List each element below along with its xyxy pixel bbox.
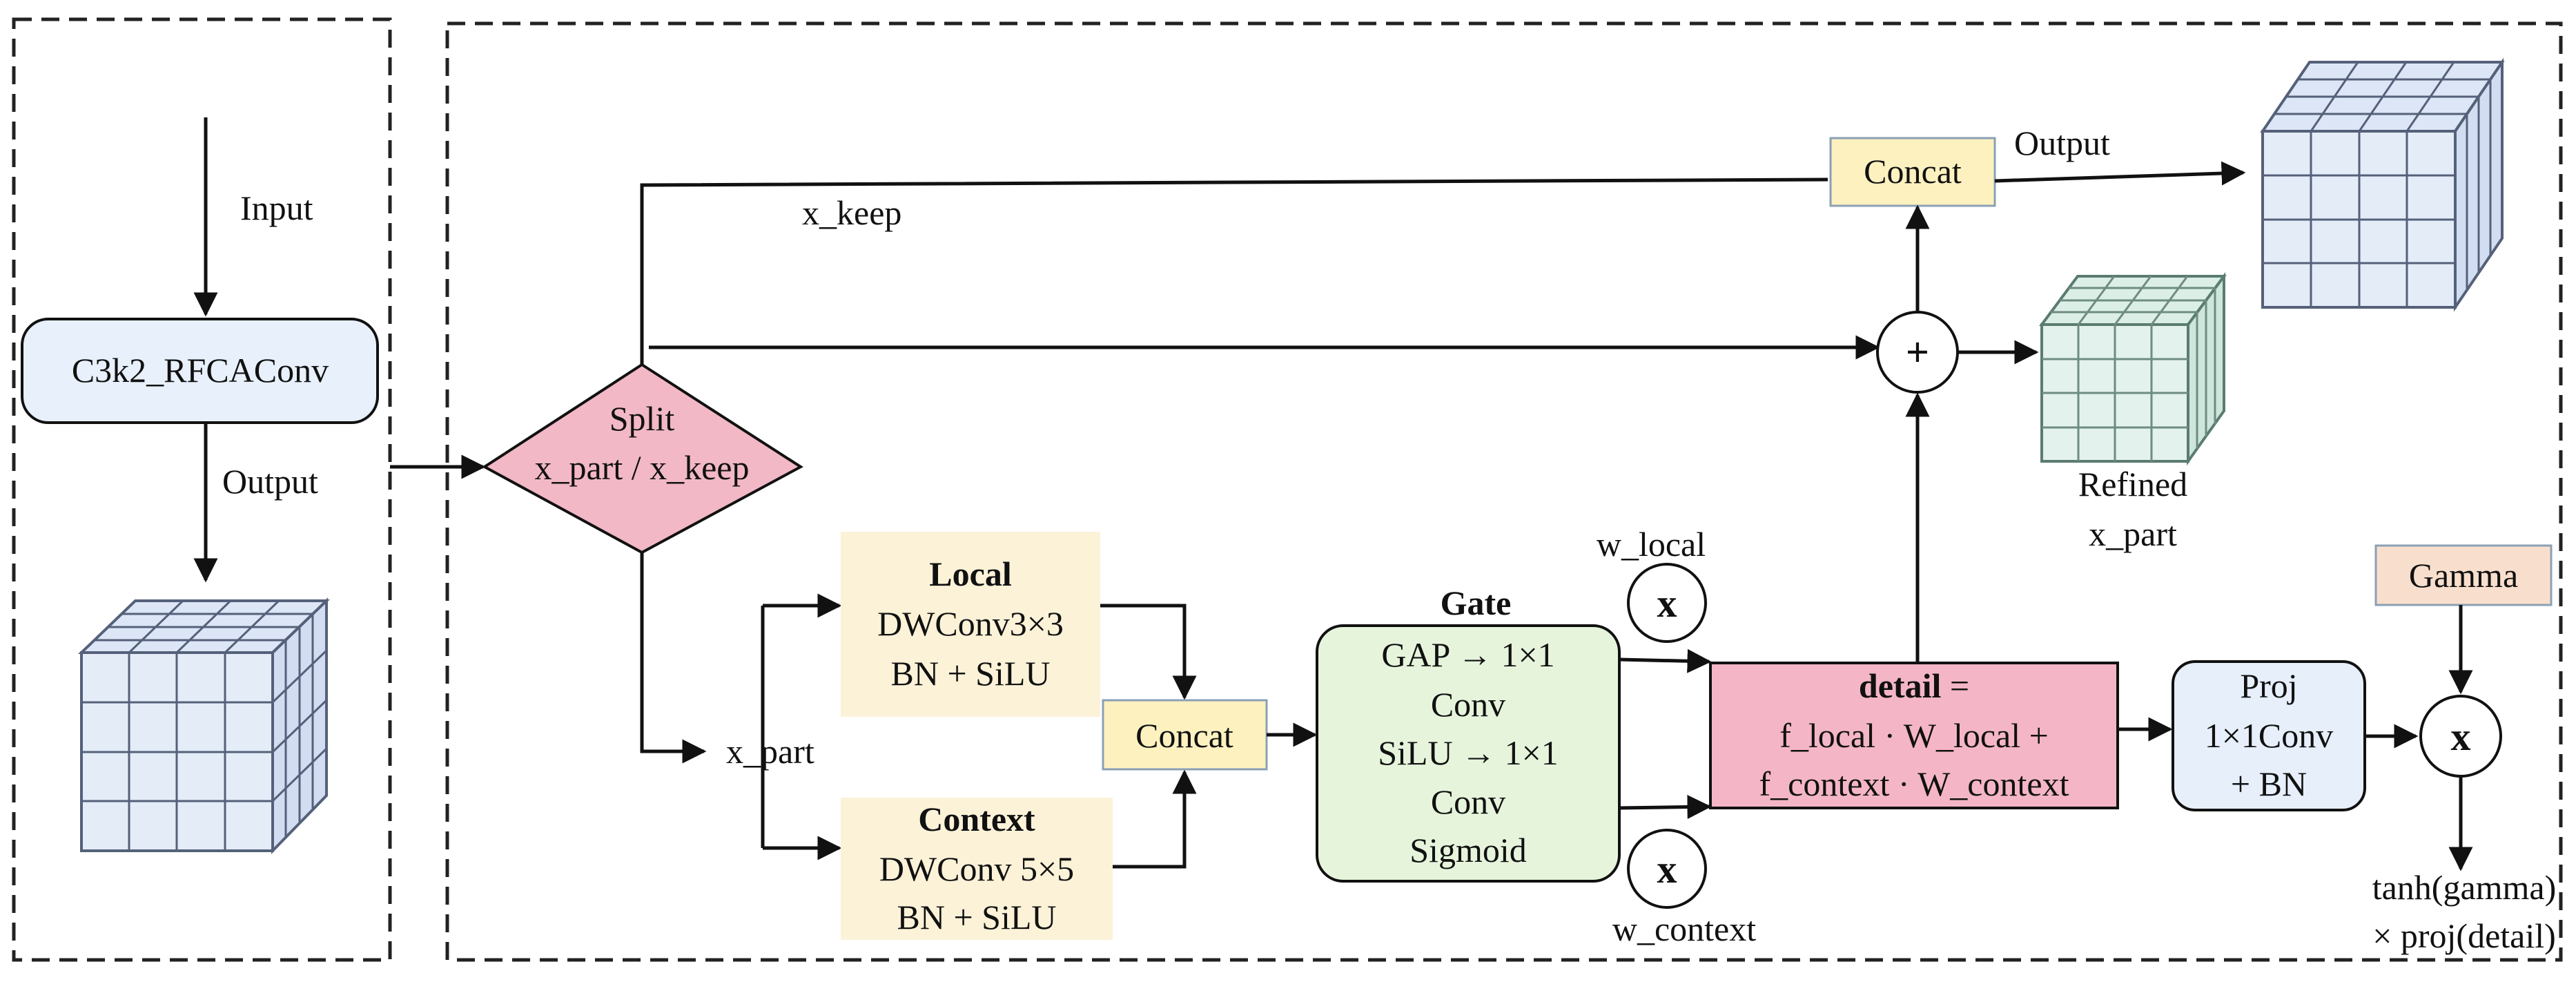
gamma-block bbox=[2374, 544, 2553, 606]
local-to-concat-arrow bbox=[1100, 604, 1197, 700]
proj-line1: Proj bbox=[2240, 666, 2297, 705]
refined-label-line1: Refined bbox=[2078, 465, 2187, 503]
w-local-multiply-symbol: x bbox=[1657, 581, 1677, 626]
split-to-xpart-line bbox=[640, 552, 707, 764]
gamma-label: Gamma bbox=[2409, 556, 2518, 595]
gate-line3: SiLU → 1×1 bbox=[1378, 733, 1559, 772]
top-output-label: Output bbox=[2014, 124, 2110, 162]
context-block bbox=[841, 798, 1113, 940]
local-title: Local bbox=[929, 555, 1012, 593]
gate-line1: GAP → 1×1 bbox=[1381, 635, 1554, 674]
add-symbol: + bbox=[1906, 329, 1929, 375]
local-line1: DWConv3×3 bbox=[877, 604, 1064, 643]
proj-line3: + BN bbox=[2231, 764, 2307, 803]
refined-label-line2: x_part bbox=[2089, 514, 2177, 553]
local-block bbox=[841, 532, 1100, 717]
scale-multiply-symbol: x bbox=[2451, 714, 2471, 759]
gate-title: Gate bbox=[1441, 584, 1512, 622]
split-subtitle: x_part / x_keep bbox=[534, 448, 749, 487]
w-context-arrow bbox=[1619, 794, 1712, 819]
x-keep-line bbox=[640, 177, 1828, 365]
w-context-multiply-symbol: x bbox=[1657, 847, 1677, 892]
concat-top-block bbox=[1829, 137, 1996, 207]
w-local-multiply-node bbox=[1627, 563, 1707, 643]
concat-mid-label: Concat bbox=[1135, 716, 1233, 755]
module-output-label: Output bbox=[222, 462, 318, 501]
left-output-cube-icon bbox=[78, 597, 330, 854]
split-title: Split bbox=[609, 399, 675, 438]
input-label: Input bbox=[240, 189, 313, 227]
w-local-label: w_local bbox=[1597, 525, 1706, 564]
context-line1: DWConv 5×5 bbox=[879, 849, 1074, 888]
right-panel-border bbox=[445, 21, 2563, 962]
concat-top-label: Concat bbox=[1864, 152, 1962, 191]
c3k2-rfcaconv-block bbox=[21, 318, 379, 424]
final-output-cube-icon bbox=[2260, 57, 2505, 312]
concat-top-output-arrow bbox=[1994, 161, 2246, 186]
w-context-label: w_context bbox=[1612, 909, 1756, 948]
context-to-concat-arrow bbox=[1113, 769, 1197, 869]
gate-line2: Conv bbox=[1431, 685, 1505, 724]
final-label-line2: × proj(detail) bbox=[2372, 916, 2556, 955]
context-title: Context bbox=[918, 800, 1035, 838]
left-panel-border bbox=[12, 17, 392, 962]
proj-line2: 1×1Conv bbox=[2205, 716, 2334, 755]
concat-mid-block bbox=[1102, 699, 1268, 771]
gate-line5: Sigmoid bbox=[1409, 831, 1526, 869]
detail-line2: f_context · W_context bbox=[1759, 764, 2069, 803]
x-part-label: x_part bbox=[726, 732, 814, 771]
w-context-multiply-node bbox=[1627, 829, 1707, 909]
detail-block bbox=[1709, 662, 2119, 809]
c3k2-rfcaconv-label: C3k2_RFCAConv bbox=[72, 351, 329, 389]
detail-line1: f_local · W_local + bbox=[1779, 716, 2049, 755]
gate-line4: Conv bbox=[1431, 782, 1505, 821]
final-label-line1: tanh(gamma) bbox=[2372, 868, 2557, 907]
x-keep-label: x_keep bbox=[802, 193, 901, 232]
detail-title: detail = bbox=[1859, 666, 1969, 705]
gate-block bbox=[1316, 624, 1621, 883]
context-line2: BN + SiLU bbox=[897, 898, 1056, 936]
w-local-arrow bbox=[1619, 648, 1712, 673]
local-line2: BN + SiLU bbox=[890, 654, 1050, 693]
refined-cube-icon bbox=[2039, 271, 2227, 466]
